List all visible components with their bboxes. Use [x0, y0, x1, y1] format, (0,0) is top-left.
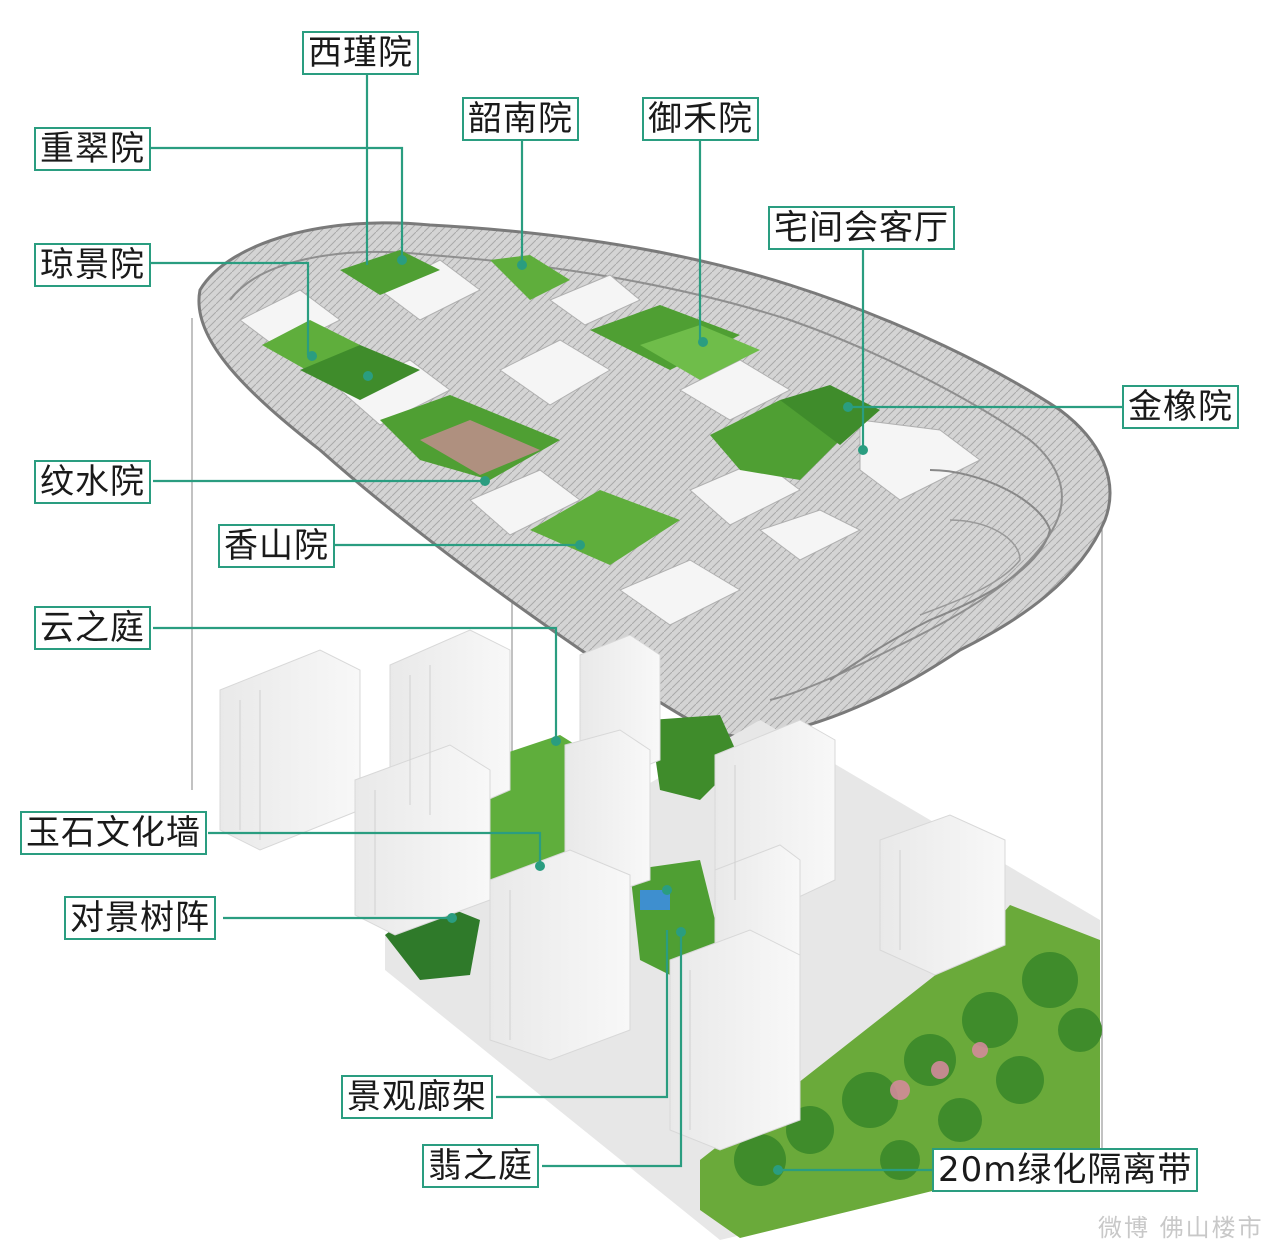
label-opposite-tree-array: 对景树阵: [64, 896, 216, 940]
label-chongcui-courtyard: 重翠院: [34, 127, 151, 171]
label-qiongjing-courtyard: 琼景院: [34, 243, 151, 287]
label-yunzhiting: 云之庭: [34, 606, 151, 650]
site-plan: [197, 221, 1112, 739]
label-zhaijian-lounge: 宅间会客厅: [768, 206, 955, 250]
courtyards: [262, 250, 880, 565]
label-yuhe-courtyard: 御禾院: [642, 97, 759, 141]
label-wenshui-courtyard: 纹水院: [34, 460, 151, 504]
watermark: 微博 佛山楼市: [1098, 1214, 1264, 1242]
model-3d: [219, 629, 1102, 1240]
label-xiangshan-courtyard: 香山院: [218, 524, 335, 568]
label-jade-culture-wall: 玉石文化墙: [20, 811, 207, 855]
label-xijin-courtyard: 西瑾院: [302, 31, 419, 75]
label-green-belt: 20m绿化隔离带: [932, 1148, 1199, 1192]
label-landscape-pergola: 景观廊架: [341, 1075, 493, 1119]
label-shaonan-courtyard: 韶南院: [462, 97, 579, 141]
label-feizhiting: 翡之庭: [422, 1144, 539, 1188]
plan-outline: [197, 221, 1112, 739]
leader-dots: [307, 255, 868, 1175]
label-jinxiang-courtyard: 金橡院: [1122, 385, 1239, 429]
leader-lines: [150, 74, 1122, 1172]
